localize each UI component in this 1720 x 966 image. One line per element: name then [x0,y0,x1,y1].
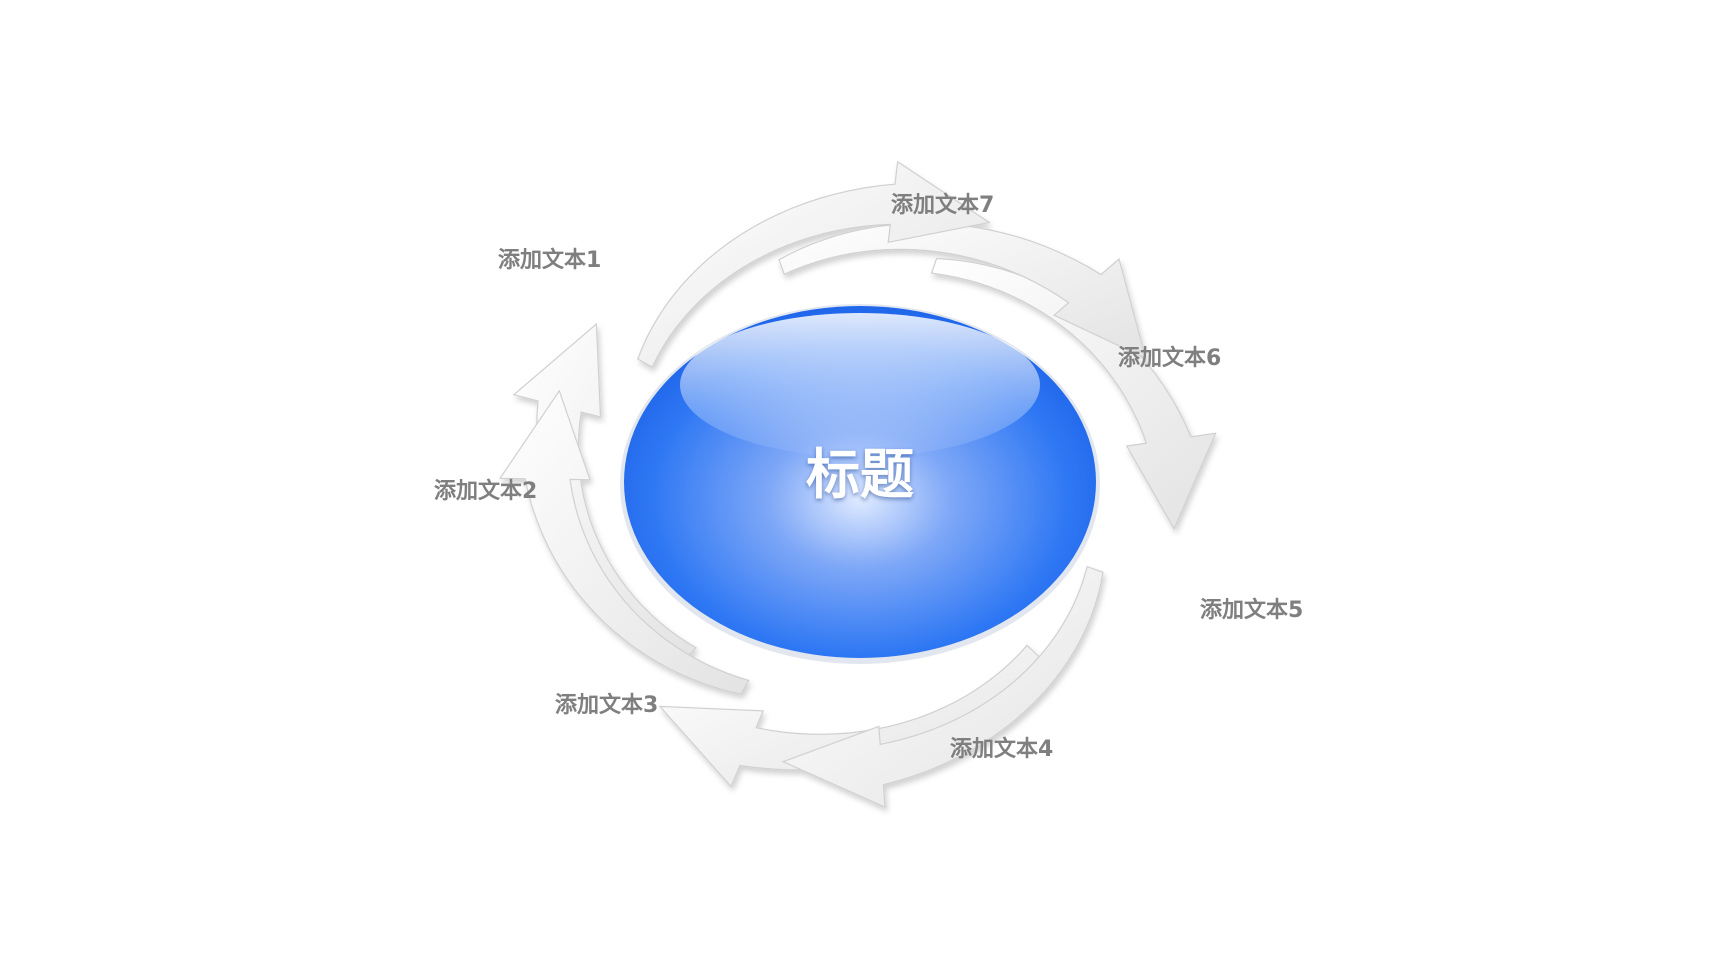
label-text-4: 添加文本4 [950,737,1054,762]
swirl-arrow-4 [781,565,1104,809]
label-text-5: 添加文本5 [1200,598,1304,623]
swirl-arrow-7 [637,160,991,369]
label-text-1: 添加文本1 [498,248,602,273]
center-sphere [620,304,1100,664]
label-text-7: 添加文本7 [891,193,995,218]
center-title: 标题 [806,443,914,506]
label-text-6: 添加文本6 [1118,346,1222,371]
label-text-2: 添加文本2 [434,479,538,504]
label-text-3: 添加文本3 [555,693,659,718]
swirl-arrow-6 [778,222,1147,360]
swirl-arrow-2 [498,389,750,695]
